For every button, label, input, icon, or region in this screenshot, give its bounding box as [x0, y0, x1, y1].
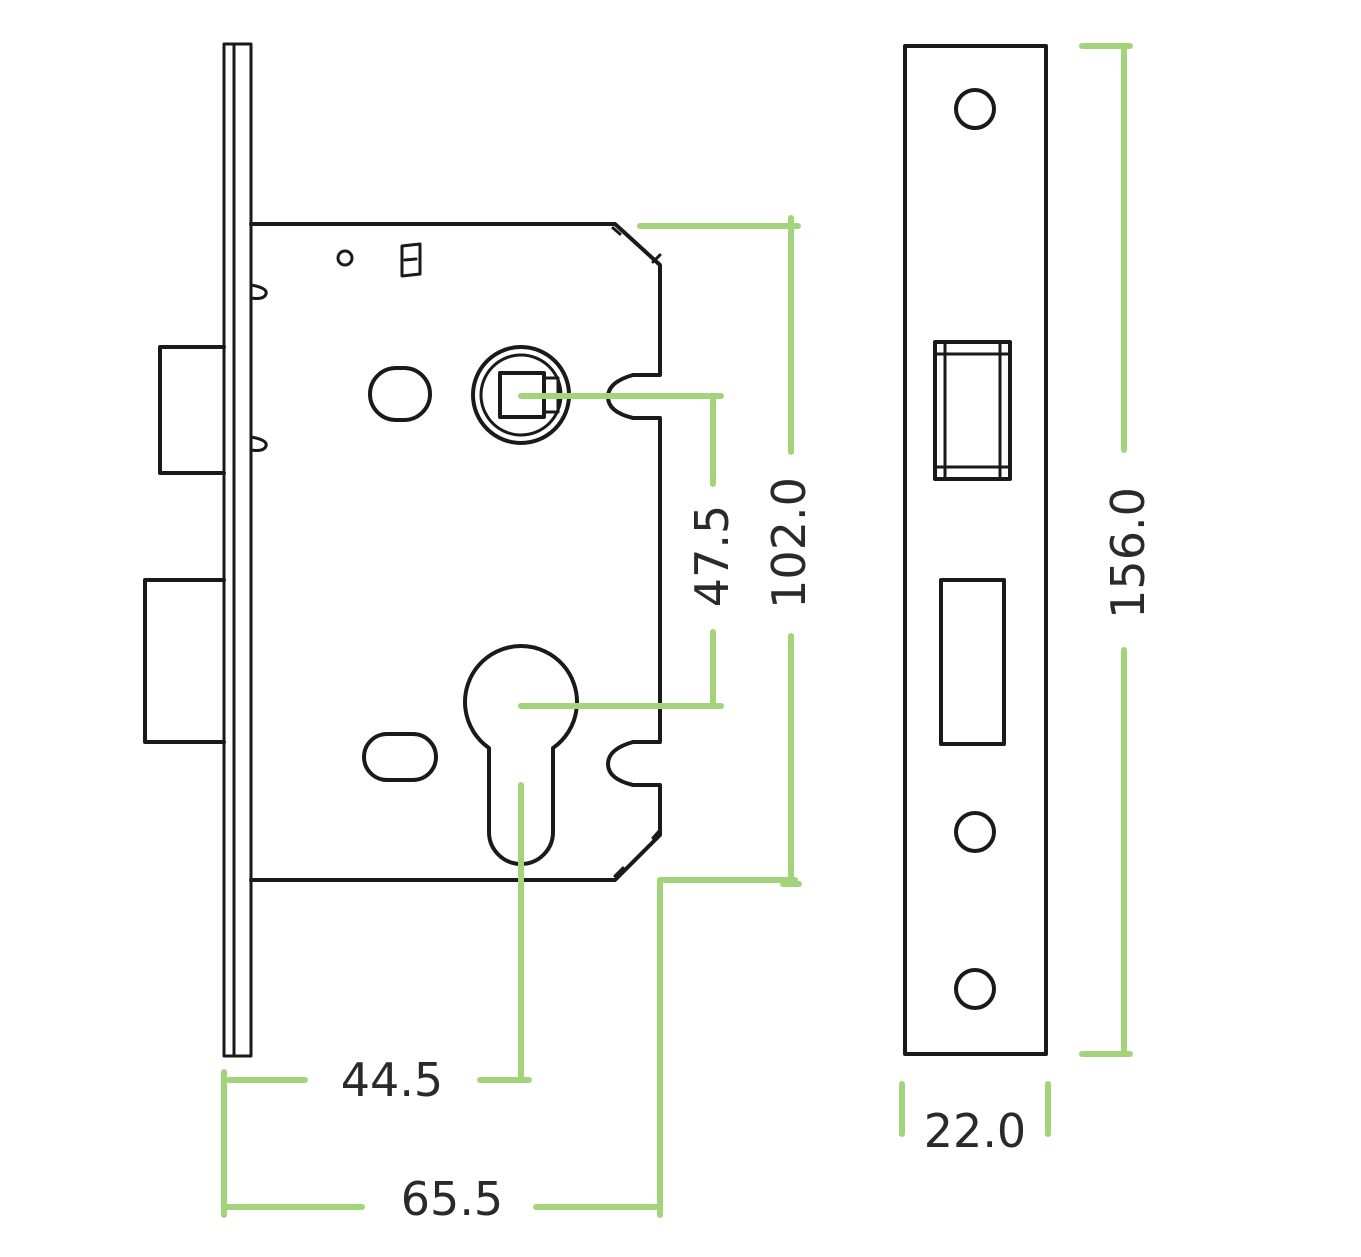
dimension-forend-height-line	[1079, 43, 1133, 1057]
dimension-backset: 44.5	[221, 782, 532, 1107]
lock-side-view	[143, 42, 662, 1058]
forend-front-view	[903, 44, 1048, 1056]
dimension-case-height-line	[637, 215, 802, 887]
latch-opening	[933, 340, 1012, 481]
lock-case-body	[249, 222, 662, 882]
dimension-forend-width-line	[899, 1081, 1051, 1137]
dimension-case-height-label: 102.0	[762, 477, 816, 609]
dimension-case-depth-label: 65.5	[401, 1172, 503, 1226]
dimension-centres-line	[518, 393, 724, 709]
latch-bolt-slot-upper	[249, 283, 268, 300]
euro-cylinder-cutout	[463, 644, 579, 866]
dimension-forend-height: 156.0	[1079, 43, 1155, 1057]
dead-bolt	[143, 578, 226, 744]
rivet-pin	[336, 249, 354, 267]
dimension-centres-label: 47.5	[685, 505, 739, 607]
dimension-case-depth-line	[221, 877, 798, 1218]
dimension-forend-width-label: 22.0	[924, 1104, 1026, 1158]
forend-plate	[903, 44, 1048, 1056]
forend-side-plate	[222, 42, 253, 1058]
forend-screw-hole-bottom	[954, 968, 996, 1010]
dimension-lines: 44.5 65.5 47.5 102.0 156.0 22.0	[221, 43, 1155, 1226]
fixing-hole-upper	[368, 366, 432, 422]
dimension-forend-width: 22.0	[899, 1081, 1051, 1158]
chamfer-mark-bottom	[613, 866, 625, 878]
chamfer-mark-bottom-right	[651, 828, 662, 840]
dimension-forend-height-label: 156.0	[1101, 487, 1155, 619]
dimension-case-depth: 65.5	[221, 877, 798, 1226]
chamfer-mark-top	[611, 226, 622, 236]
dimension-centres: 47.5	[518, 393, 739, 709]
square-stud	[400, 242, 422, 278]
dimension-case-height: 102.0	[637, 215, 816, 887]
chamfer-mark-top-right	[651, 253, 662, 264]
latch-bolt	[158, 345, 226, 475]
deadbolt-opening	[939, 578, 1006, 746]
dimension-backset-line	[221, 782, 532, 1091]
forend-screw-hole-top	[954, 88, 996, 130]
fixing-hole-lower	[362, 732, 438, 782]
latch-bolt-slot-lower	[249, 435, 268, 452]
forend-screw-hole-middle	[954, 811, 996, 853]
dimension-backset-label: 44.5	[341, 1053, 443, 1107]
